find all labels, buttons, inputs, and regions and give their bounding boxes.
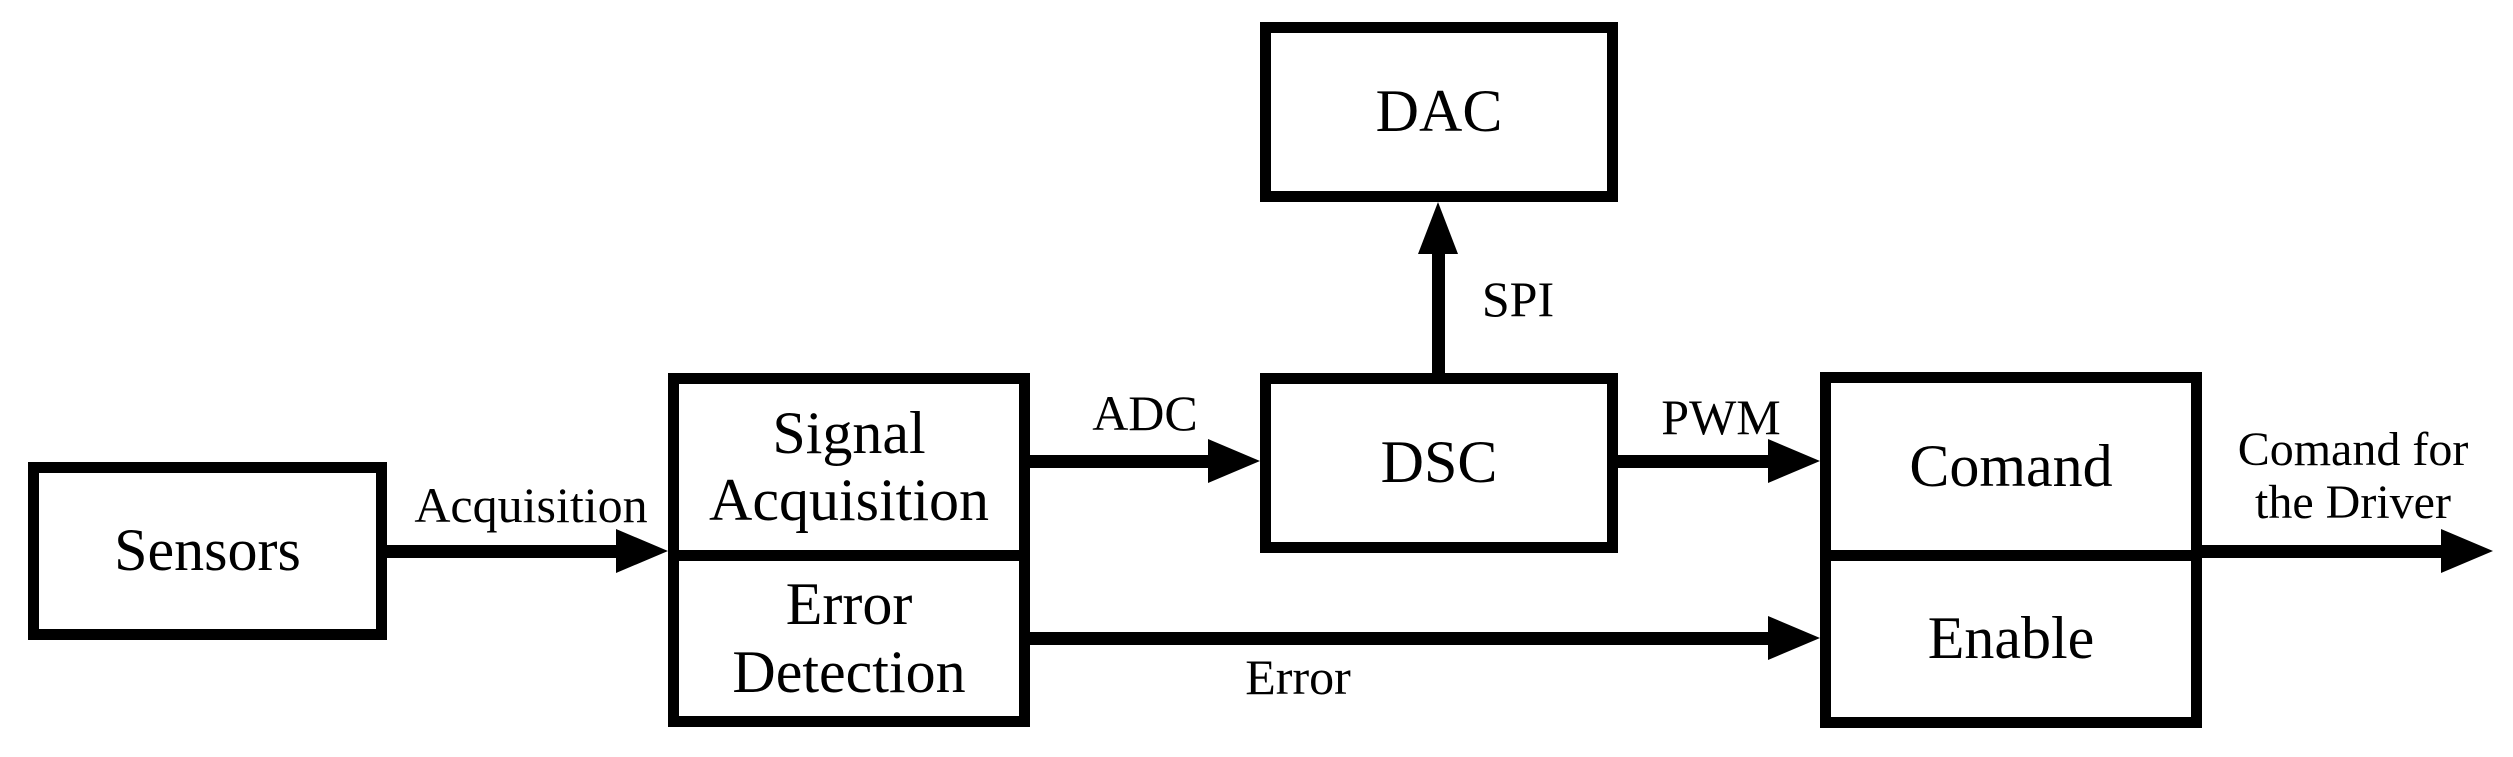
enable-label: Enable (1927, 605, 2095, 672)
spi-arrow-label: SPI (1481, 271, 1555, 327)
pwm-arrow-label: PWM (1661, 389, 1781, 445)
comand-enable-box: Comand Enable (1820, 372, 2202, 728)
sensors-box: Sensors (28, 462, 387, 640)
output-arrow-label: Comand for the Driver (2237, 423, 2469, 529)
comand-cell: Comand (1831, 383, 2191, 550)
signal-error-box: Signal Acquisition Error Detection (668, 373, 1030, 727)
dsc-label: DSC (1380, 429, 1498, 496)
adc-arrowhead-icon (1208, 439, 1260, 483)
error-detection-cell: Error Detection (679, 550, 1019, 716)
error-arrow-line (1030, 632, 1770, 645)
sensors-label: Sensors (114, 517, 301, 584)
error-detection-label: Error Detection (732, 571, 966, 705)
acquisition-arrowhead-icon (616, 529, 668, 573)
pwm-arrow-line (1618, 455, 1770, 468)
spi-arrow-line (1432, 250, 1445, 373)
acquisition-arrow-label: Acquisition (414, 477, 648, 533)
signal-acquisition-cell: Signal Acquisition (679, 384, 1019, 550)
comand-label: Comand (1909, 432, 2113, 499)
error-arrow-label: Error (1245, 649, 1351, 705)
dsc-box: DSC (1260, 373, 1618, 553)
output-arrow-line (2200, 545, 2443, 558)
adc-arrow-label: ADC (1092, 385, 1198, 441)
pwm-arrowhead-icon (1768, 439, 1820, 483)
error-arrowhead-icon (1768, 616, 1820, 660)
dac-box: DAC (1260, 22, 1618, 202)
acquisition-arrow-line (387, 545, 618, 558)
adc-arrow-line (1030, 455, 1210, 468)
enable-cell: Enable (1831, 550, 2191, 717)
signal-acquisition-label: Signal Acquisition (709, 399, 989, 533)
output-arrowhead-icon (2441, 529, 2493, 573)
dac-label: DAC (1375, 78, 1503, 145)
spi-arrowhead-icon (1418, 202, 1458, 254)
